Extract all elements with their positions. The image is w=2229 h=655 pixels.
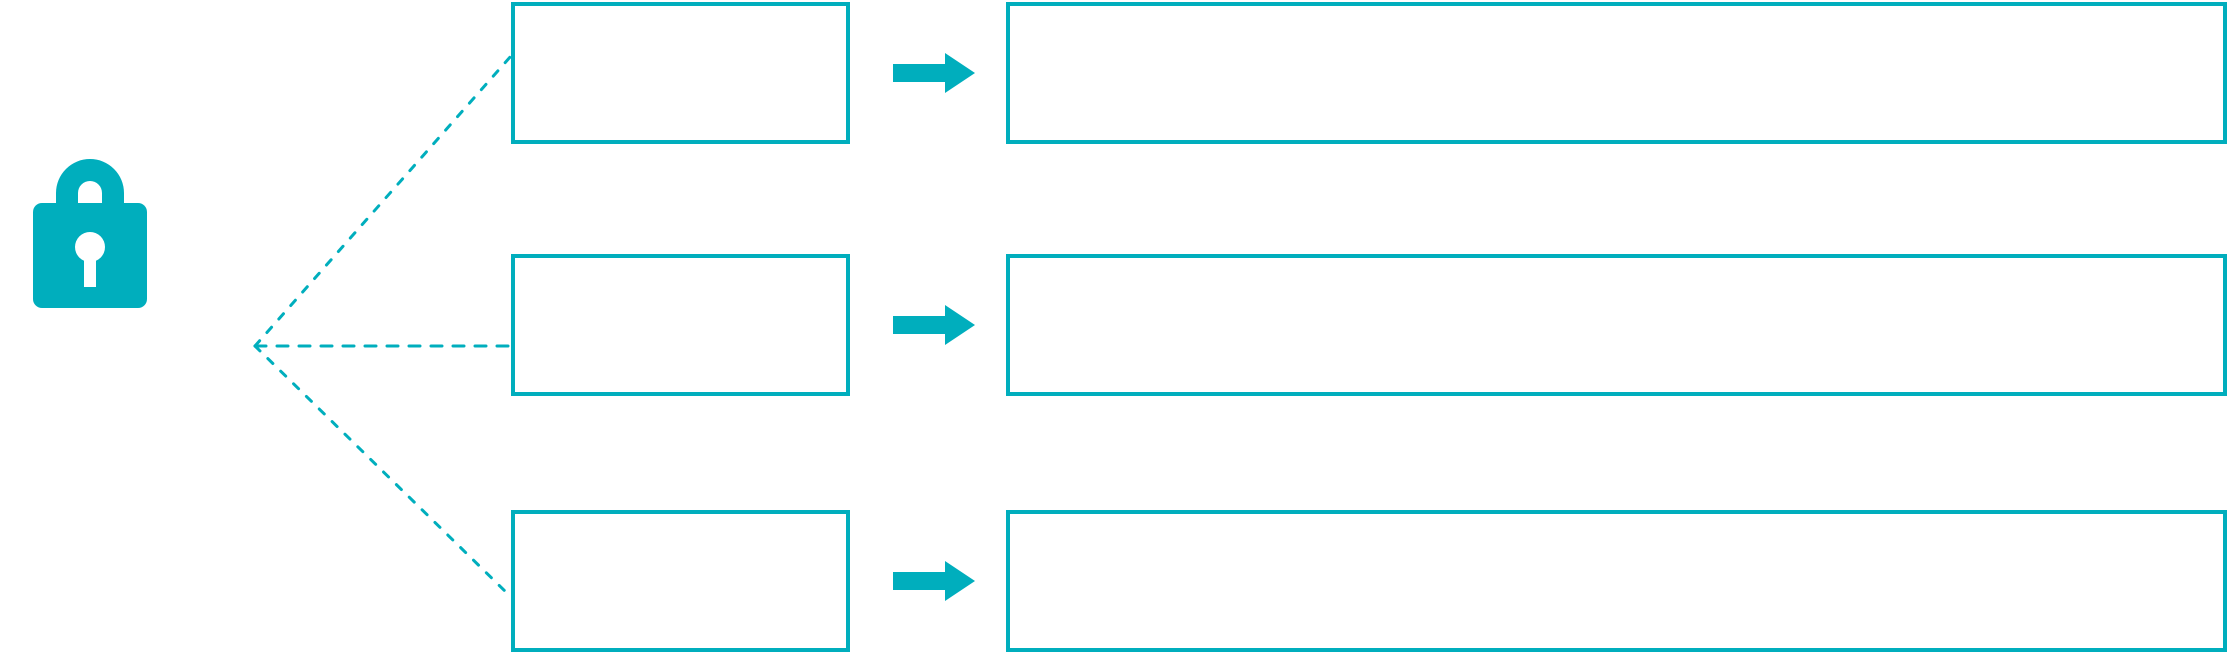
arrow-right-icon <box>893 305 975 345</box>
result-box-2[interactable] <box>1006 254 2227 396</box>
connector-line-3 <box>253 344 513 599</box>
condition-box-2[interactable] <box>511 254 850 396</box>
arrow-right-icon <box>893 561 975 601</box>
connector-line-1 <box>253 54 513 348</box>
result-box-3[interactable] <box>1006 510 2227 652</box>
result-box-1[interactable] <box>1006 2 2227 144</box>
padlock-icon <box>22 148 162 318</box>
arrow-right-icon <box>893 53 975 93</box>
condition-box-1[interactable] <box>511 2 850 144</box>
condition-box-3[interactable] <box>511 510 850 652</box>
